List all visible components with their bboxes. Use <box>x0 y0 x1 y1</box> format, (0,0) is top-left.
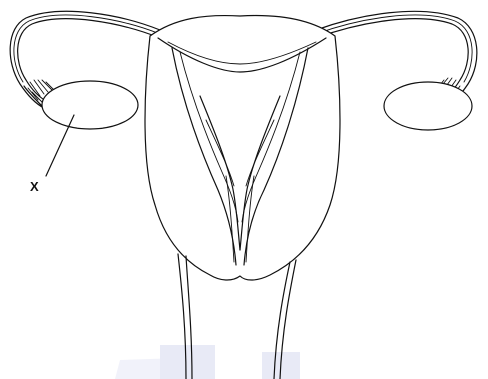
right-ovary <box>384 82 472 130</box>
left-ovary <box>42 81 138 129</box>
label-x: X <box>30 179 39 194</box>
uterus-body <box>145 16 340 280</box>
background-shading <box>115 345 300 379</box>
